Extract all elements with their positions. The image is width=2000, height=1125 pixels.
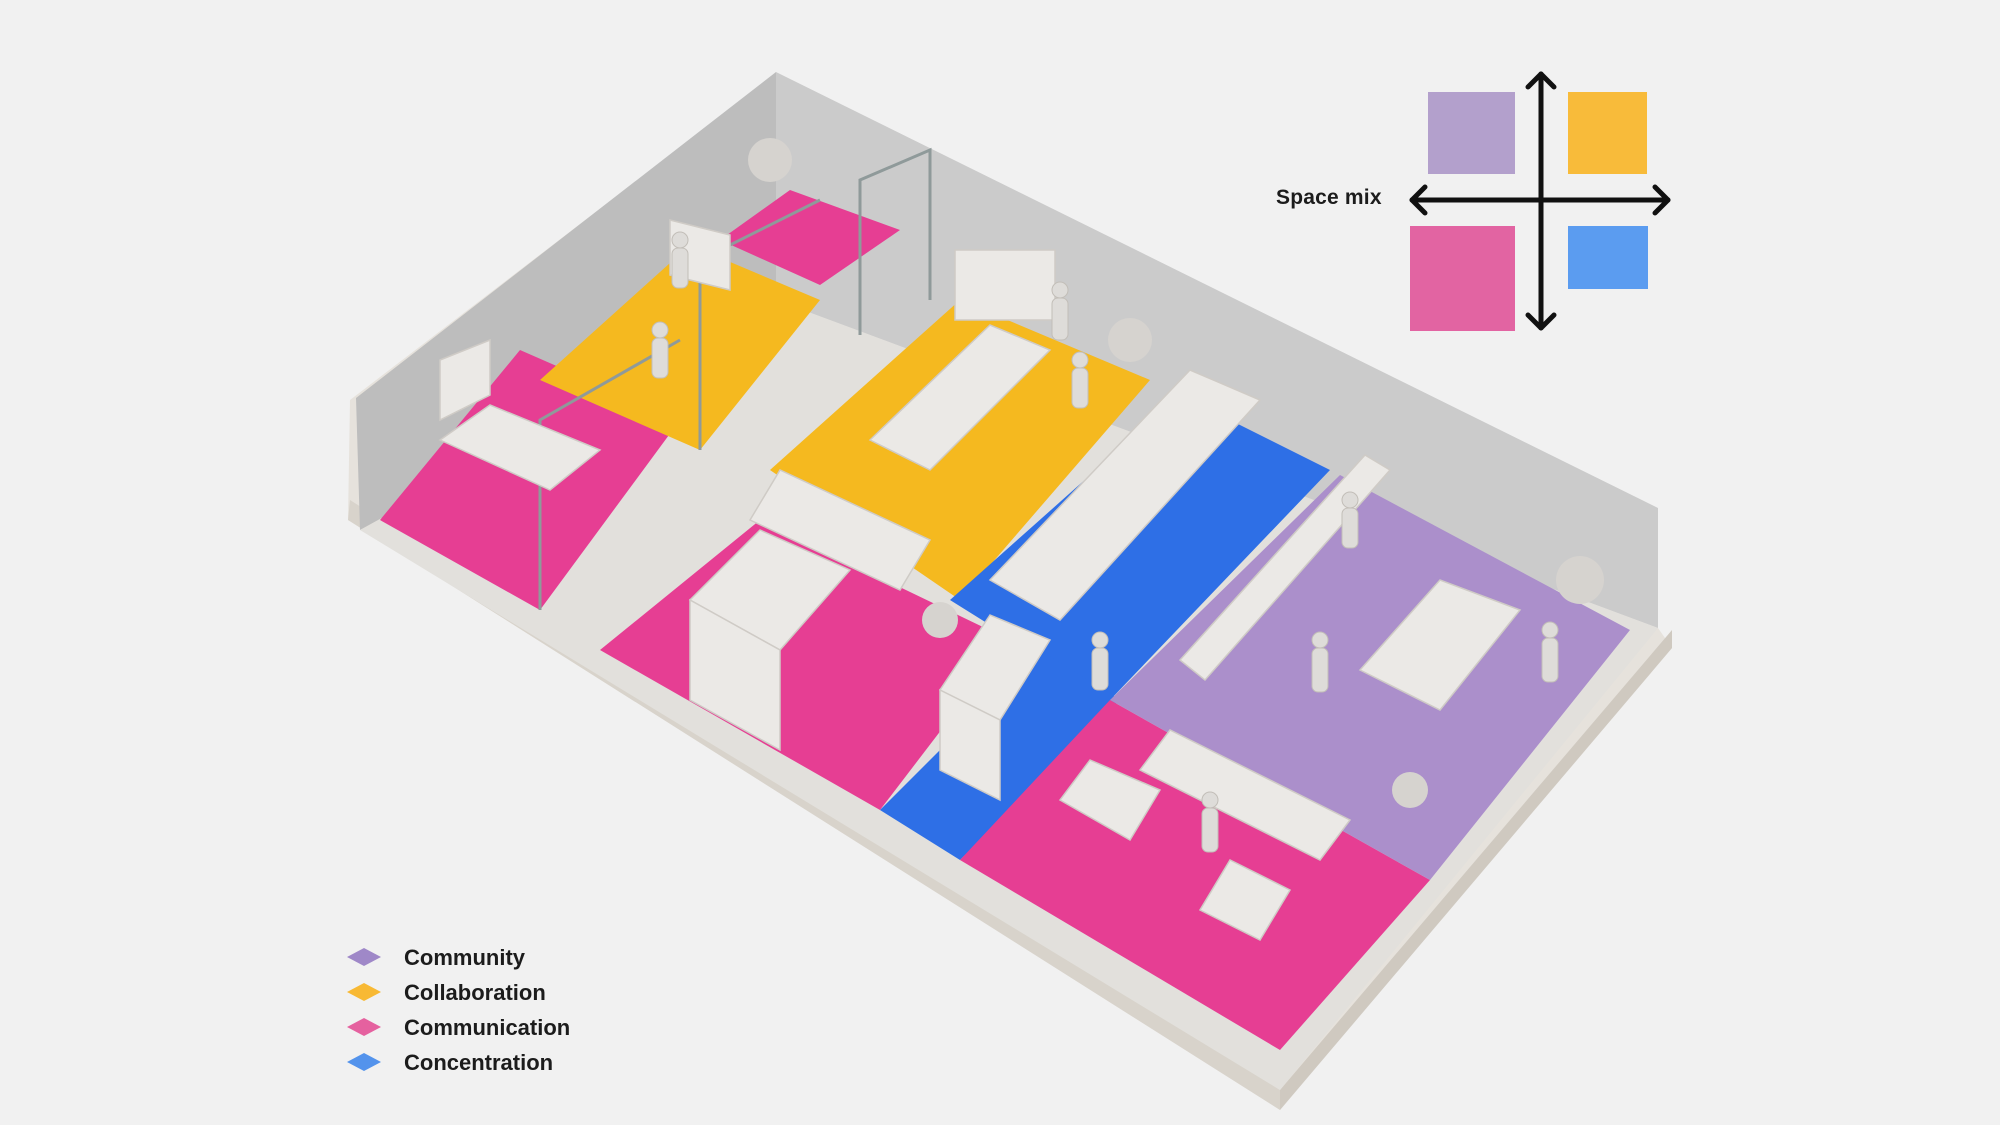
whiteboard [439, 338, 491, 422]
zone-collaboration-rooms [540, 245, 820, 450]
meeting-table-left [438, 404, 602, 491]
sofa [1358, 579, 1522, 711]
whiteboard-2 [954, 249, 1056, 321]
diamond-icon [346, 1052, 382, 1072]
diamond-icon [346, 982, 382, 1002]
furniture [438, 219, 1522, 941]
long-desk [988, 369, 1262, 621]
bar-counter [1178, 454, 1392, 682]
zone-community [1110, 475, 1630, 880]
legend-label: Concentration [404, 1050, 554, 1075]
zone-communication-corner [720, 190, 900, 285]
planter-bench [1138, 729, 1352, 861]
collab-table [868, 324, 1052, 471]
glass-partition [538, 338, 681, 610]
legend-label: Collaboration [404, 980, 546, 1005]
people [651, 231, 1559, 853]
legend-label: Community [404, 945, 525, 970]
left-back-wall [356, 72, 776, 530]
phone-booth-2-front [939, 688, 1001, 802]
shelving [748, 469, 932, 591]
diamond-icon [346, 1017, 382, 1037]
space-mix-title: Space mix [1276, 186, 1382, 209]
right-back-wall [776, 72, 1658, 628]
legend-label: Communication [404, 1015, 571, 1040]
base-slab-edge-right [1280, 630, 1672, 1110]
pod-chair [1058, 759, 1162, 842]
diamond-icon [346, 947, 382, 967]
phone-booth-1-front [689, 598, 781, 752]
plants [748, 138, 1604, 808]
pod-chair-2 [1198, 859, 1292, 941]
zone-concentration [950, 395, 1330, 700]
glass-partition-3 [858, 147, 932, 335]
